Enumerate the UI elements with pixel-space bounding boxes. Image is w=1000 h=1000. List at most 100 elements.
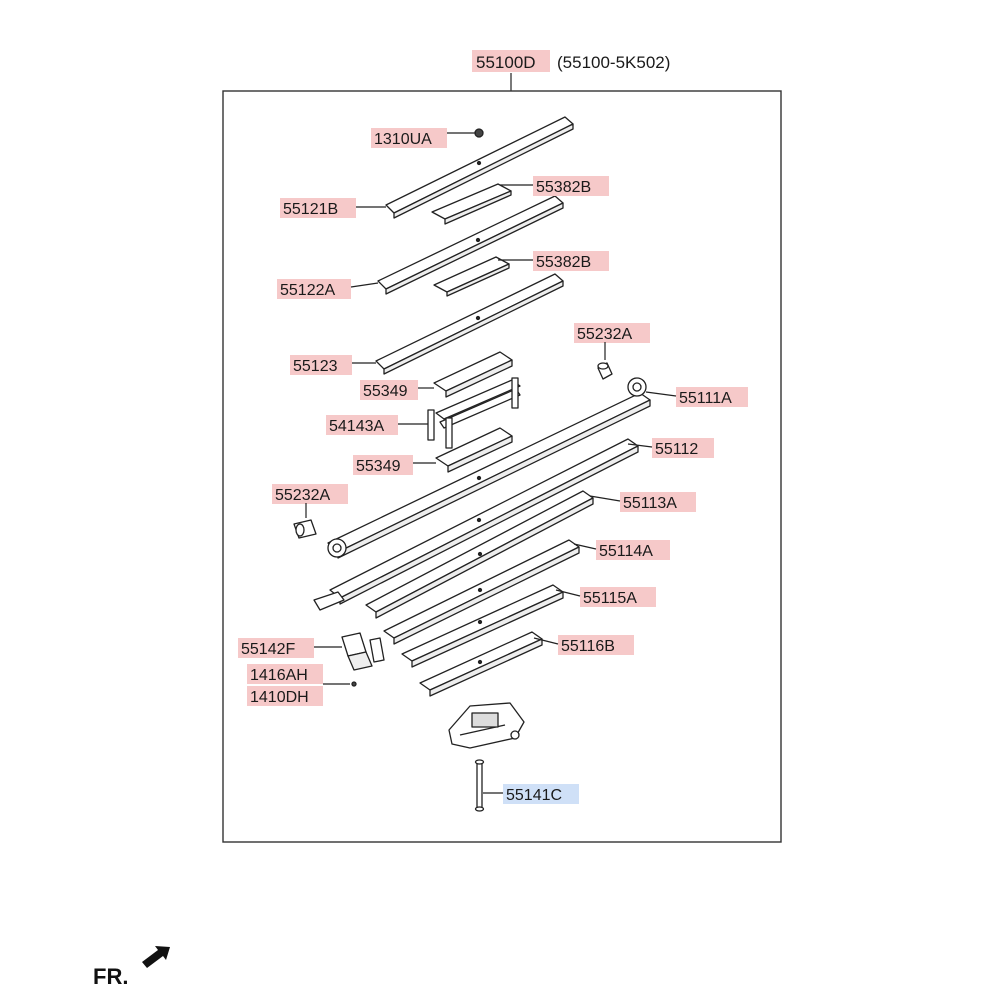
callout-highlight xyxy=(326,415,398,435)
callout-label[interactable]: 55141C xyxy=(506,787,562,804)
callout-55142f[interactable]: 55142F xyxy=(238,638,342,658)
leaf-55113a xyxy=(365,490,594,619)
callout-55114a[interactable]: 55114A xyxy=(573,540,670,560)
callout-55115a[interactable]: 55115A xyxy=(555,587,656,607)
callout-highlight xyxy=(580,587,656,607)
leaf-55114a xyxy=(383,539,580,645)
callout-55232a[interactable]: 55232A xyxy=(272,484,348,518)
nut-part xyxy=(474,128,484,138)
callout-label[interactable]: 55115A xyxy=(583,590,637,607)
callout-highlight xyxy=(238,638,314,658)
callout-leader-line xyxy=(573,543,597,550)
callout-label[interactable]: 55112 xyxy=(655,441,698,458)
callout-label[interactable]: 55111A xyxy=(679,390,732,407)
pad-55349-lower xyxy=(435,427,513,473)
callout-55349[interactable]: 55349 xyxy=(353,455,436,475)
callout-label[interactable]: 54143A xyxy=(329,418,384,435)
front-direction-marker: FR. xyxy=(93,946,170,989)
callout-leader-line xyxy=(555,589,581,597)
callout-highlight xyxy=(277,279,351,299)
callout-label[interactable]: 55349 xyxy=(363,383,408,400)
callouts: 1310UA 55382B 55121B 55382B 55122A 55123 55232… xyxy=(238,128,748,804)
pad-55382b-upper xyxy=(431,183,512,225)
callout-highlight xyxy=(272,484,348,504)
callout-55113a[interactable]: 55113A xyxy=(589,492,696,512)
callout-label[interactable]: 55121B xyxy=(283,201,338,218)
callout-1410dh[interactable]: 1410DH xyxy=(247,686,323,706)
callout-55122a[interactable]: 55122A xyxy=(277,279,379,299)
callout-highlight xyxy=(533,251,609,271)
callout-leader-line xyxy=(589,495,621,502)
callout-label[interactable]: 55142F xyxy=(241,641,295,658)
callout-highlight xyxy=(533,176,609,196)
callout-label[interactable]: 55123 xyxy=(293,358,338,375)
callout-highlight xyxy=(558,635,634,655)
bracket-54143a xyxy=(427,377,521,449)
callout-highlight xyxy=(676,387,748,407)
bushing-55232a-upper xyxy=(597,362,613,380)
callout-highlight xyxy=(596,540,670,560)
callout-1416ah[interactable]: 1416AH xyxy=(247,664,350,685)
callout-55382b[interactable]: 55382B xyxy=(498,251,609,271)
callout-label[interactable]: 1416AH xyxy=(250,667,308,684)
leaf-55123 xyxy=(375,273,564,375)
callout-label[interactable]: 1410DH xyxy=(250,689,309,706)
callout-label[interactable]: 55113A xyxy=(623,495,677,512)
callout-leader-line xyxy=(627,443,653,448)
callout-1310ua[interactable]: 1310UA xyxy=(371,128,476,148)
assembly-part-number[interactable]: 55100D xyxy=(476,53,536,72)
callout-55382b[interactable]: 55382B xyxy=(500,176,609,196)
callout-leader-line xyxy=(350,282,379,288)
assembly-part-highlight xyxy=(472,50,550,72)
callout-highlight xyxy=(620,492,696,512)
callout-highlight xyxy=(574,323,650,343)
callout-highlight xyxy=(247,686,323,706)
parts xyxy=(293,116,651,812)
callout-label[interactable]: 55232A xyxy=(577,326,632,343)
callout-highlight xyxy=(353,455,413,475)
callout-highlight xyxy=(247,664,323,684)
callout-label[interactable]: 55382B xyxy=(536,179,591,196)
spring-seat-plate xyxy=(448,702,525,749)
callout-label[interactable]: 55232A xyxy=(275,487,330,504)
callout-label[interactable]: 1310UA xyxy=(374,131,432,148)
callout-label[interactable]: 55122A xyxy=(280,282,335,299)
callout-label[interactable]: 55114A xyxy=(599,543,653,560)
bolt-55141c xyxy=(474,759,485,812)
leaf-55121b xyxy=(385,116,574,219)
leaf-55122a xyxy=(377,195,564,295)
callout-55349[interactable]: 55349 xyxy=(360,380,434,400)
callout-leader-line xyxy=(645,391,677,397)
clip-55142f xyxy=(341,632,385,671)
callout-label[interactable]: 55349 xyxy=(356,458,401,475)
callout-55141c[interactable]: 55141C xyxy=(483,784,579,804)
callout-leader-line xyxy=(533,637,559,645)
callout-highlight xyxy=(290,355,352,375)
callout-label[interactable]: 55116B xyxy=(561,638,615,655)
callout-54143a[interactable]: 54143A xyxy=(326,415,428,435)
assembly-header: 55100D (55100-5K502) xyxy=(472,50,670,91)
callout-55116b[interactable]: 55116B xyxy=(533,635,634,655)
leaf-55112 xyxy=(313,438,639,611)
callout-highlight xyxy=(652,438,714,458)
callout-highlight xyxy=(280,198,356,218)
main-leaf-55111a xyxy=(327,377,651,559)
callout-55111a[interactable]: 55111A xyxy=(645,387,748,407)
pad-55382b-lower xyxy=(433,256,510,297)
bushing-55232a-lower xyxy=(293,519,317,539)
callout-55232a[interactable]: 55232A xyxy=(574,323,650,360)
callout-highlight xyxy=(371,128,447,148)
rivet-part xyxy=(351,681,357,687)
assembly-alt-part-number: (55100-5K502) xyxy=(557,53,670,72)
pad-55349-upper xyxy=(433,351,513,398)
front-arrow-icon xyxy=(142,946,170,968)
callout-highlight xyxy=(360,380,418,400)
callout-55123[interactable]: 55123 xyxy=(290,355,376,375)
callout-55112[interactable]: 55112 xyxy=(627,438,714,458)
front-direction-label: FR. xyxy=(93,964,128,989)
callout-55121b[interactable]: 55121B xyxy=(280,198,386,218)
callout-label[interactable]: 55382B xyxy=(536,254,591,271)
leaf-55116b xyxy=(419,631,543,697)
assembly-frame xyxy=(222,90,782,843)
